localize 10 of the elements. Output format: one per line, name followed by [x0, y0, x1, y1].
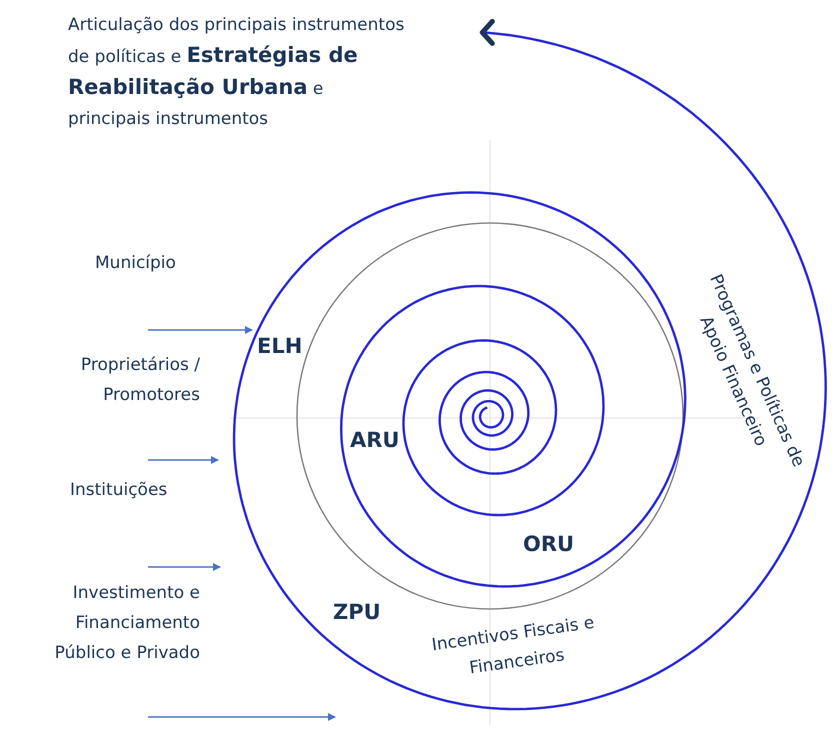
text-label: Proprietários / Promotores: [80, 354, 200, 407]
text-label: Instituições: [70, 480, 168, 500]
ring-label: ZPU: [333, 600, 382, 626]
text-label: Município: [95, 253, 177, 274]
ring-label: ARU: [350, 428, 400, 454]
title: Articulação dos principais instrumentos de políticas e Estratégias de Reabilitação Urbana e principais instrumentos: [68, 14, 406, 131]
ring-label: ELH: [257, 334, 304, 360]
curved-label: Incentivos Fiscais e Financeiros: [430, 612, 597, 680]
text-label: Investimento e Financiamento Público e Privado: [54, 582, 200, 665]
ring-label: ORU: [523, 532, 576, 558]
